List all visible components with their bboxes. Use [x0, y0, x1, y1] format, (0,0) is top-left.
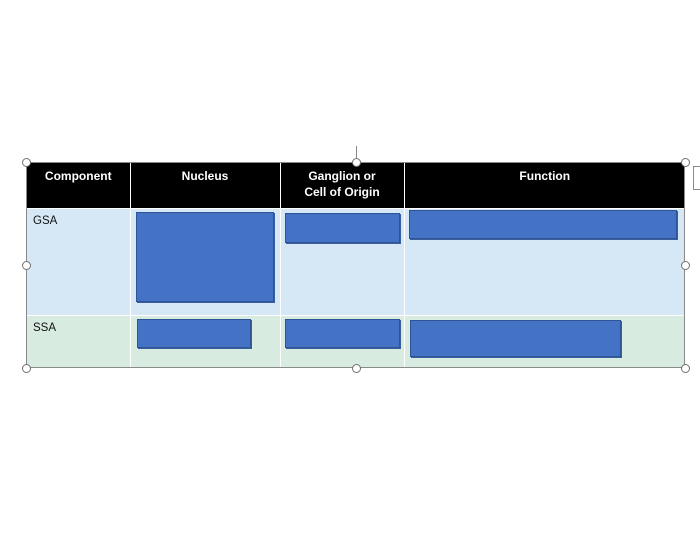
resize-handle-middle-right[interactable] — [681, 261, 690, 270]
cell-ssa-nucleus[interactable] — [129, 314, 280, 367]
header-ganglion-line2: Cell of Origin — [304, 185, 380, 199]
table-row-ssa: SSA — [27, 314, 685, 367]
resize-handle-bottom-left[interactable] — [22, 364, 31, 373]
rotation-handle-stem — [356, 146, 357, 158]
cell-gsa-component[interactable]: GSA — [27, 207, 130, 315]
header-nucleus[interactable]: Nucleus — [129, 163, 280, 208]
row-label-gsa: GSA — [33, 214, 58, 227]
resize-handle-top-right[interactable] — [681, 158, 690, 167]
layout-options-marker[interactable] — [693, 166, 700, 190]
answer-box-gsa-function[interactable] — [408, 209, 677, 239]
rotation-handle[interactable] — [352, 158, 361, 167]
answer-box-ssa-function[interactable] — [409, 319, 621, 357]
answer-box-ssa-nucleus[interactable] — [136, 318, 251, 348]
cell-gsa-ganglion[interactable] — [279, 207, 404, 315]
resize-handle-bottom-center[interactable] — [352, 364, 361, 373]
cell-gsa-nucleus[interactable] — [129, 207, 280, 315]
header-ganglion[interactable]: Ganglion or Cell of Origin — [279, 163, 404, 208]
resize-handle-bottom-right[interactable] — [681, 364, 690, 373]
cranial-nerve-table[interactable]: Component Nucleus Ganglion or Cell of Or… — [27, 163, 685, 367]
header-row: Component Nucleus Ganglion or Cell of Or… — [27, 163, 685, 208]
resize-handle-middle-left[interactable] — [22, 261, 31, 270]
cell-ssa-ganglion[interactable] — [279, 314, 404, 367]
selection-frame — [26, 162, 685, 368]
answer-box-gsa-nucleus[interactable] — [135, 211, 274, 302]
resize-handle-top-left[interactable] — [22, 158, 31, 167]
answer-box-gsa-ganglion[interactable] — [284, 212, 400, 243]
answer-box-ssa-ganglion[interactable] — [284, 318, 400, 348]
cell-ssa-component[interactable]: SSA — [27, 314, 130, 367]
table-row-gsa: GSA — [27, 207, 685, 315]
row-label-ssa: SSA — [33, 321, 57, 334]
header-function[interactable]: Function — [403, 163, 685, 208]
header-component[interactable]: Component — [27, 163, 130, 208]
header-ganglion-line1: Ganglion or — [308, 169, 376, 183]
cell-gsa-function[interactable] — [403, 207, 685, 315]
cell-ssa-function[interactable] — [403, 314, 685, 367]
